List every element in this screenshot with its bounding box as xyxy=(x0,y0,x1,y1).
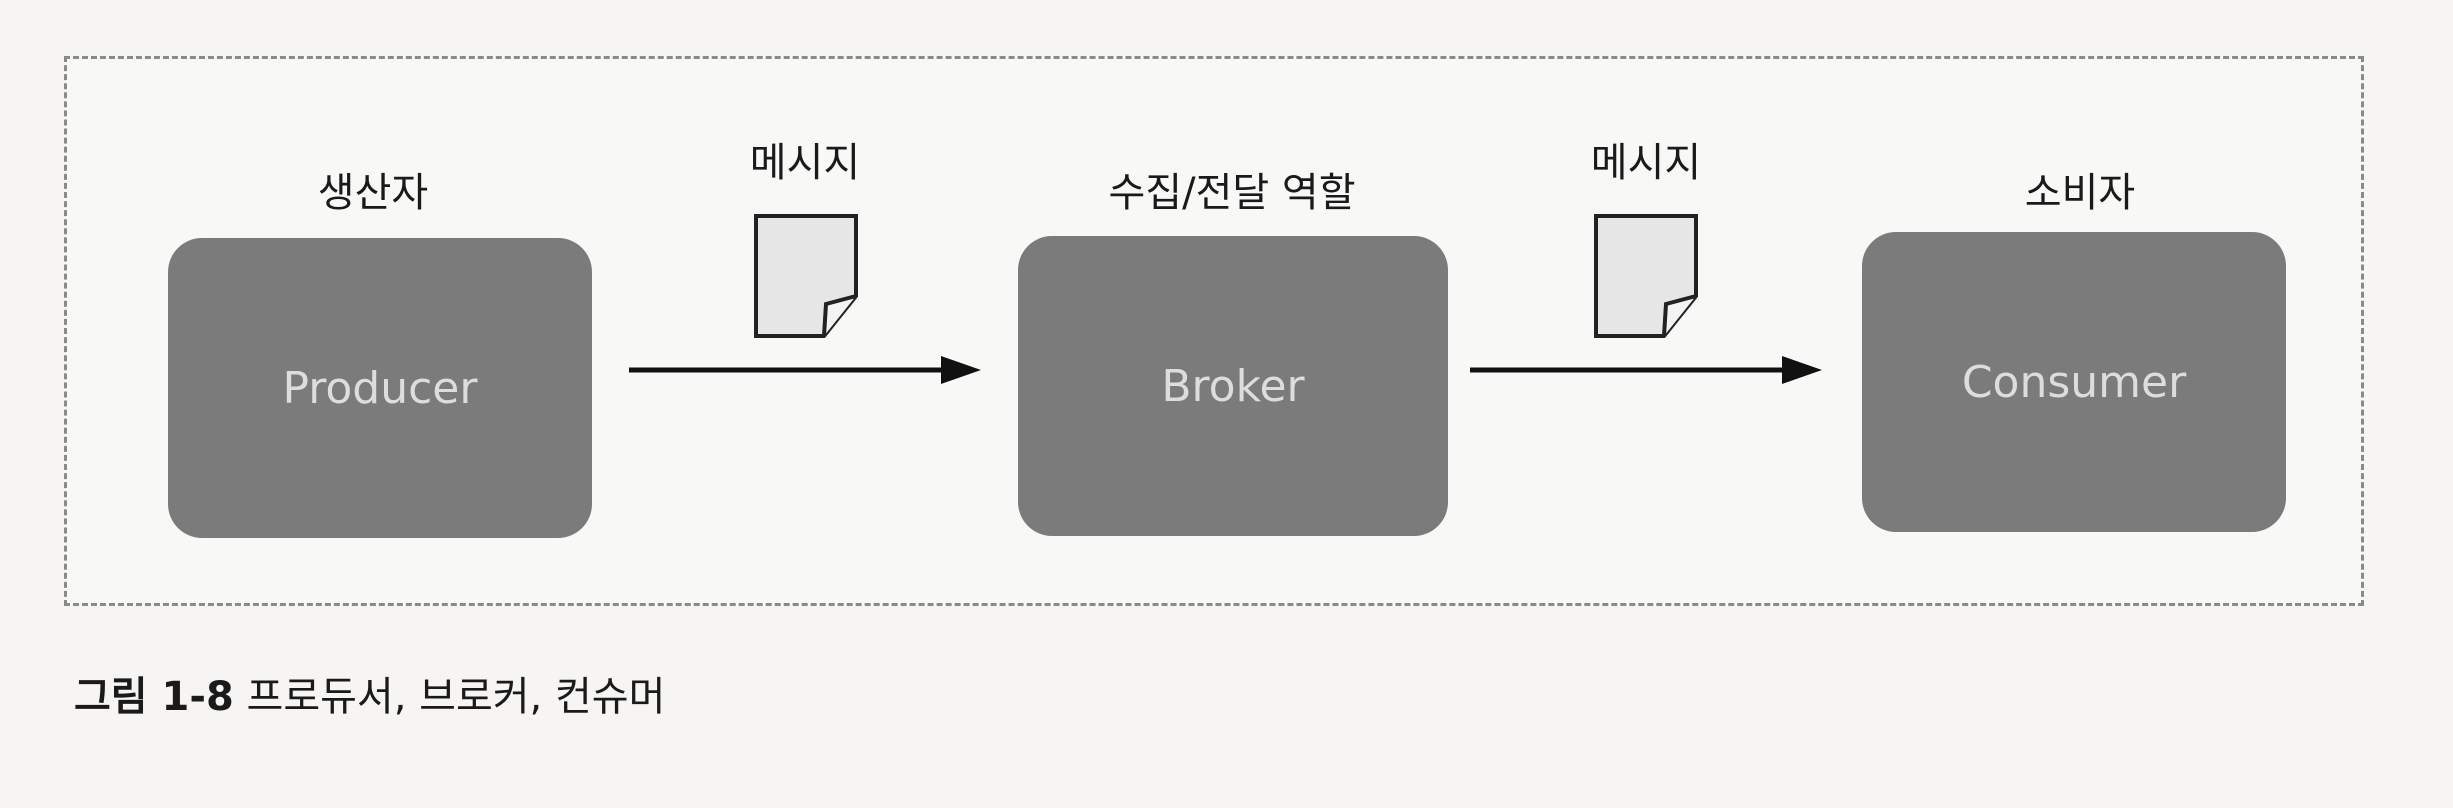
document-icon xyxy=(754,214,858,338)
figure-caption-text: 프로듀서, 브로커, 컨슈머 xyxy=(246,674,666,720)
figure-caption: 그림 1-8 프로듀서, 브로커, 컨슈머 xyxy=(74,664,665,722)
producer-title: 생산자 xyxy=(317,170,429,216)
message-1-label: 메시지 xyxy=(749,140,861,186)
figure-number: 그림 1-8 xyxy=(74,674,234,720)
arrow-producer-to-broker xyxy=(629,356,981,384)
producer-label: Producer xyxy=(282,362,478,414)
consumer-title: 소비자 xyxy=(2024,170,2136,216)
producer-node: Producer xyxy=(168,238,592,538)
broker-label: Broker xyxy=(1161,360,1305,412)
broker-node: Broker xyxy=(1018,236,1448,536)
arrow-broker-to-consumer xyxy=(1470,356,1822,384)
consumer-label: Consumer xyxy=(1961,356,2187,408)
consumer-node: Consumer xyxy=(1862,232,2286,532)
document-icon xyxy=(1594,214,1698,338)
broker-title: 수집/전달 역할 xyxy=(1108,170,1356,216)
message-2-label: 메시지 xyxy=(1590,140,1702,186)
